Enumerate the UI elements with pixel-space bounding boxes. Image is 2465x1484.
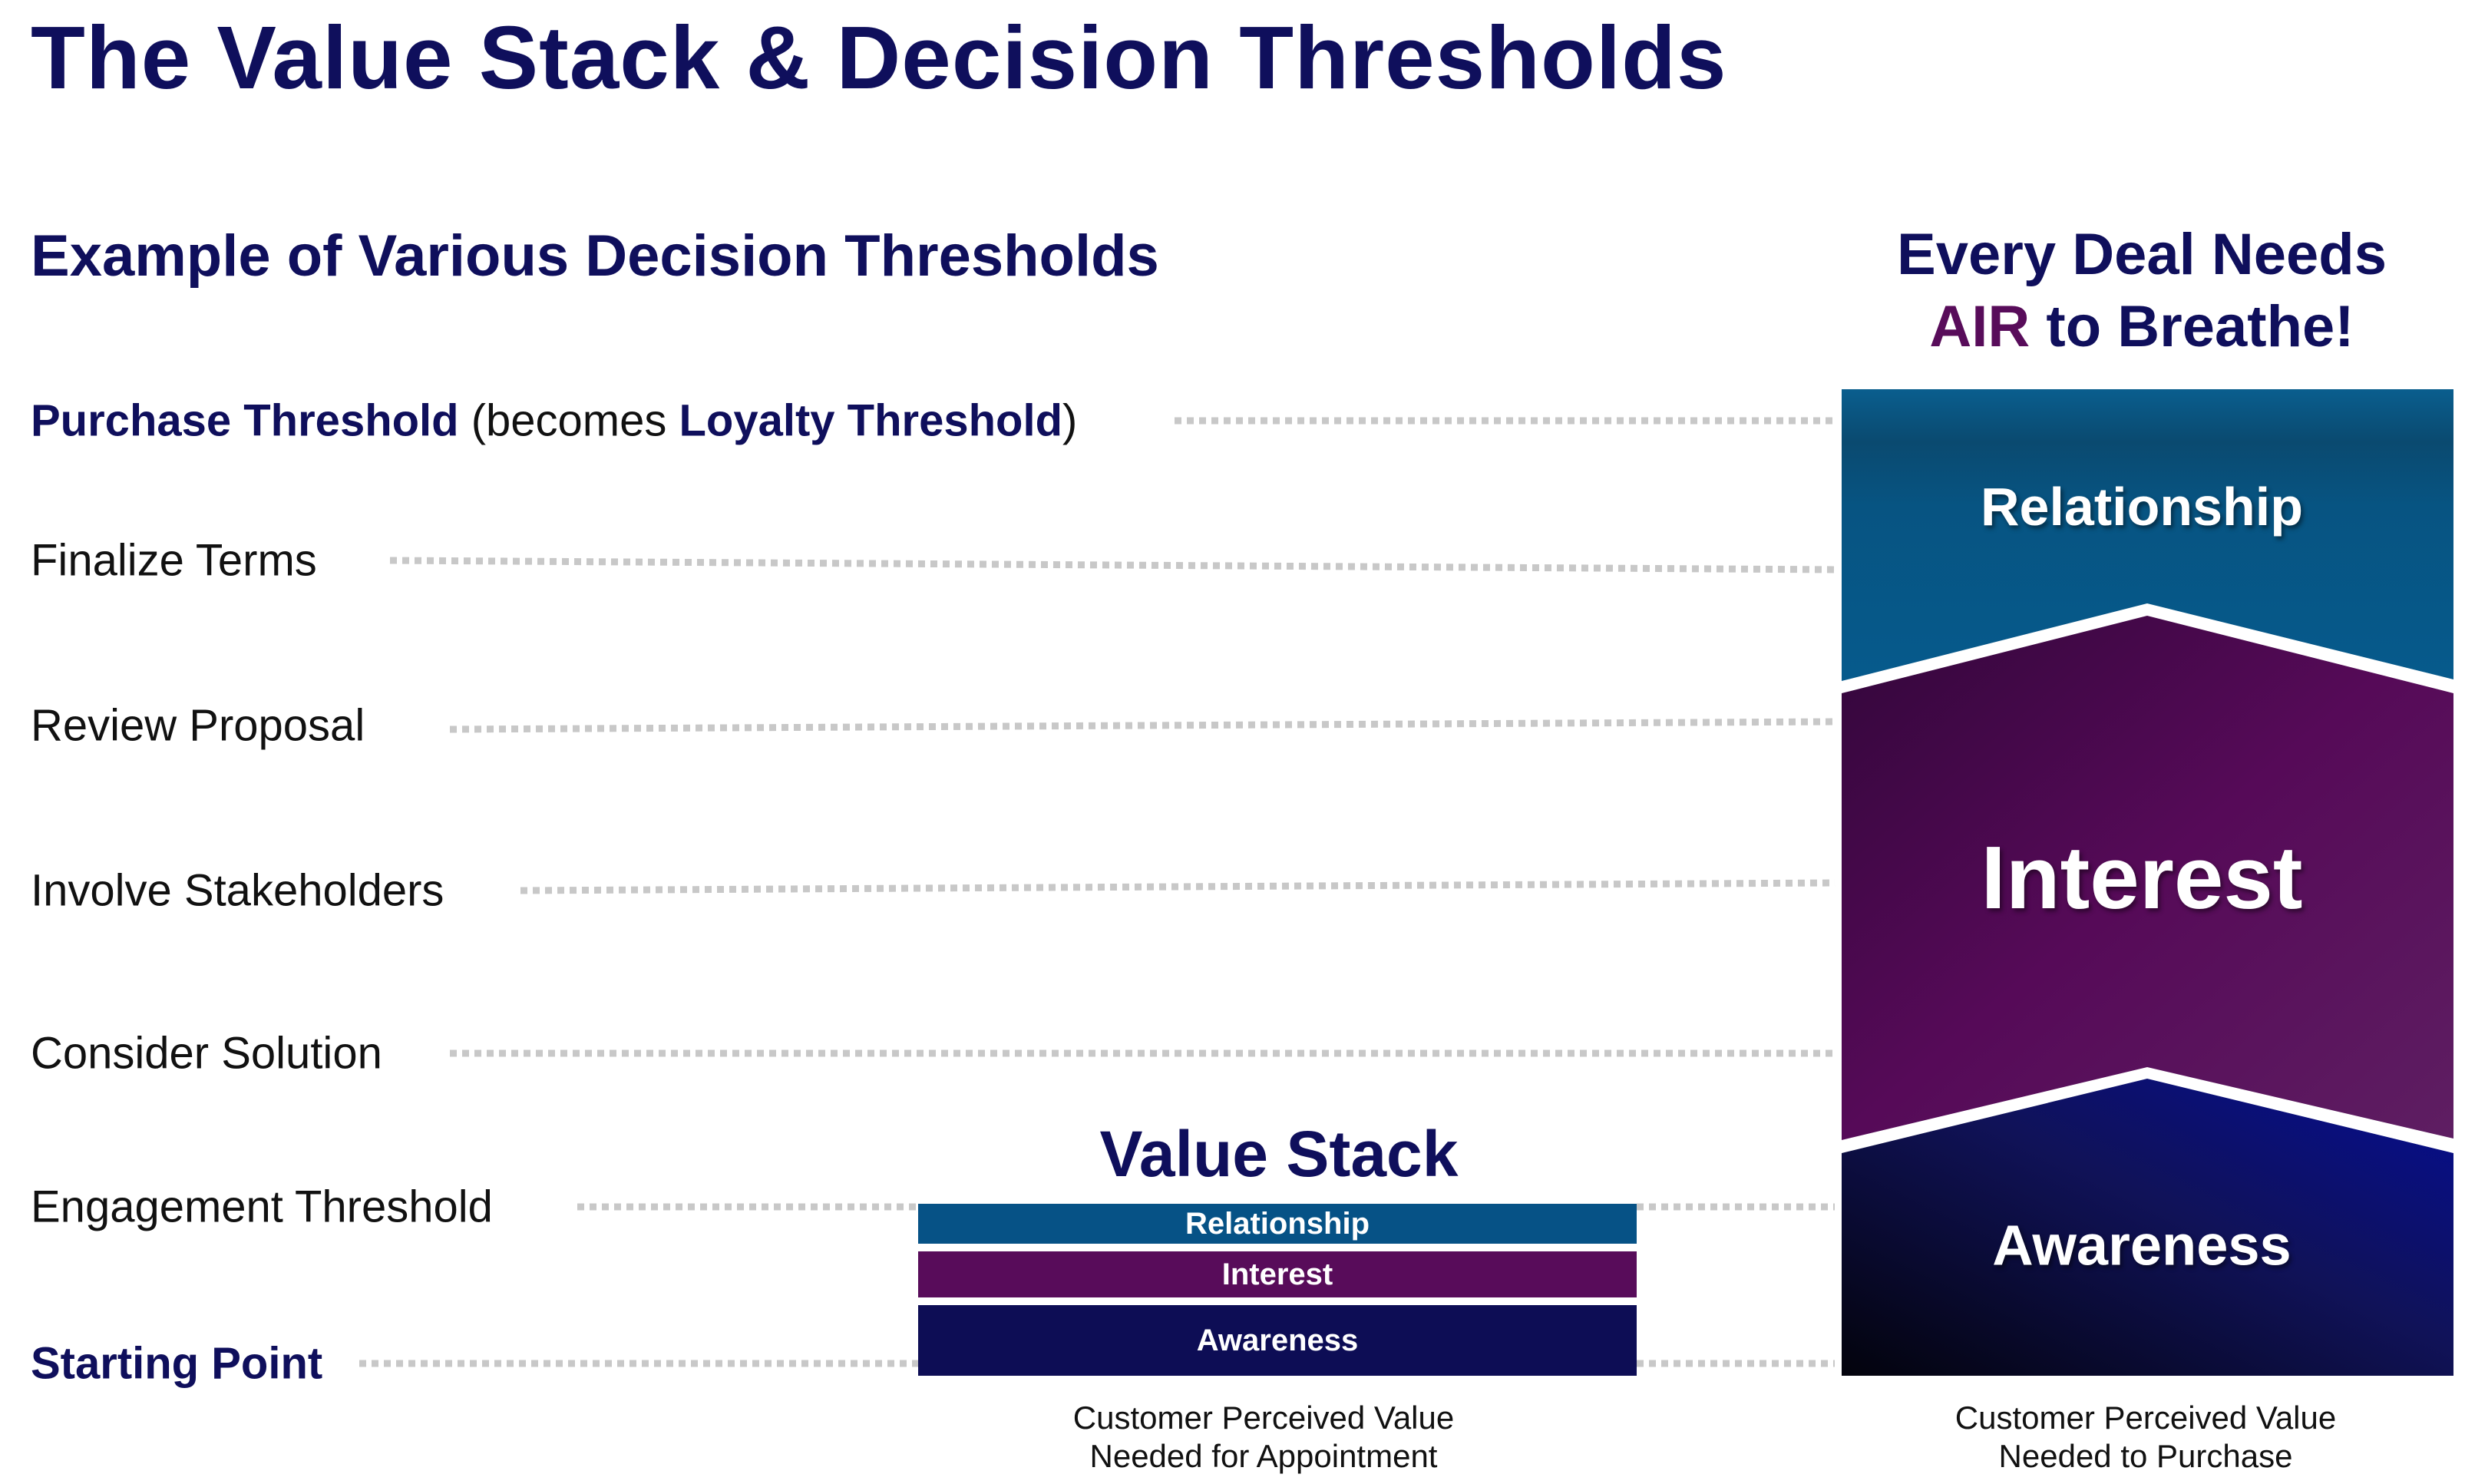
value-stack-caption-line2: Needed for Appointment [1089,1438,1438,1474]
dotted-line-review [449,718,1836,733]
threshold-involve-stakeholders: Involve Stakeholders [31,865,444,916]
threshold-review-proposal: Review Proposal [31,700,365,751]
value-stack-awareness-bar: Awareness [918,1305,1637,1376]
threshold-dotted-lines [359,417,1836,1367]
value-stack-relationship-label: Relationship [1185,1206,1370,1241]
page-title: The Value Stack & Decision Thresholds [31,8,1727,107]
threshold-consider-solution: Consider Solution [31,1028,382,1079]
air-heading-line1: Every Deal Needs [1897,222,2387,287]
air-stack-caption-line1: Customer Perceived Value [1954,1400,2337,1436]
purchase-paren-close: ) [1062,395,1078,446]
threshold-finalize-terms: Finalize Terms [31,535,317,586]
value-stack-awareness-label: Awareness [1196,1323,1359,1357]
threshold-engagement: Engagement Threshold [31,1182,493,1232]
section-subtitle: Example of Various Decision Thresholds [31,223,1159,289]
dotted-line-finalize [389,557,1836,573]
air-interest-block [1842,616,2453,1140]
threshold-purchase: Purchase Threshold (becomes Loyalty Thre… [31,395,1077,447]
value-stack-interest-label: Interest [1221,1257,1333,1291]
value-stack-title: Value Stack [1099,1118,1459,1190]
purchase-threshold-label: Purchase Threshold [31,395,459,446]
threshold-starting-point: Starting Point [31,1338,323,1389]
air-word: AIR [1929,294,2030,359]
purchase-paren-open: (becomes [458,395,679,446]
air-heading-rest: to Breathe! [2030,294,2354,359]
value-stack-relationship-bar: Relationship [918,1204,1637,1244]
air-awareness-label: Awareness [1992,1213,2292,1277]
air-relationship-block [1842,389,2453,681]
air-interest-label: Interest [1981,828,2303,927]
air-heading: Every Deal Needs AIR to Breathe! [1835,219,2449,363]
air-stack-caption: Customer Perceived Value Needed to Purch… [1835,1399,2457,1476]
value-stack-interest-bar: Interest [918,1251,1637,1297]
air-relationship-label: Relationship [1980,477,2304,537]
value-stack-caption-line1: Customer Perceived Value [1072,1400,1455,1436]
air-awareness-block [1842,1079,2453,1376]
air-stack-caption-line2: Needed to Purchase [1998,1438,2293,1474]
loyalty-threshold-label: Loyalty Threshold [679,395,1063,446]
dotted-line-involve [520,879,1836,894]
value-stack-caption: Customer Perceived Value Needed for Appo… [918,1399,1609,1476]
air-heading-line2: AIR to Breathe! [1835,291,2449,363]
